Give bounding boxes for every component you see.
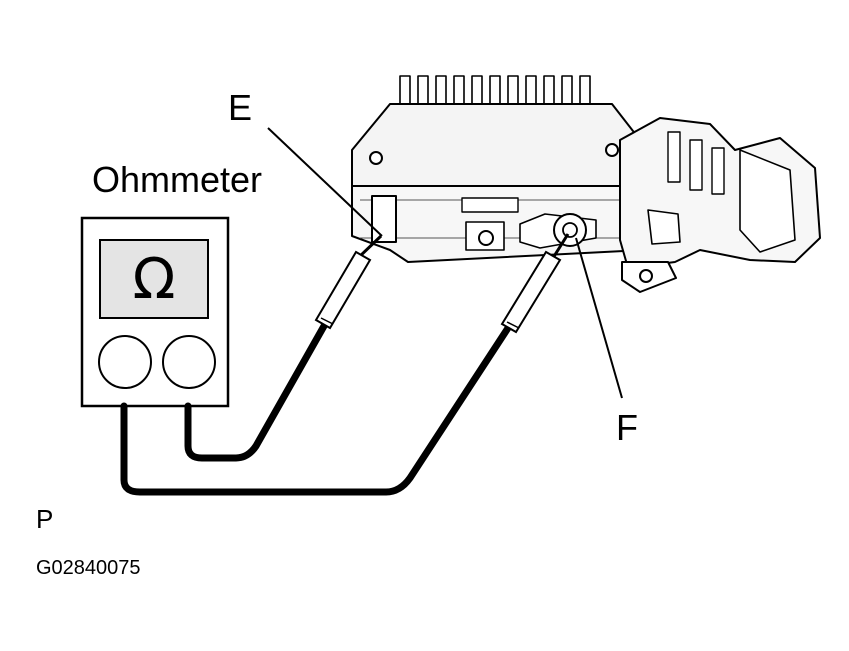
- ohm-symbol: Ω: [132, 246, 176, 312]
- lead-to-e: [184, 322, 328, 462]
- ohmmeter-jack-right: [162, 335, 216, 389]
- figure-code: G02840075: [36, 557, 141, 579]
- ohmmeter-jack-left: [98, 335, 152, 389]
- leader-e: [267, 127, 383, 237]
- terminal-f-label: F: [616, 407, 638, 448]
- ohmmeter-label: Ohmmeter: [92, 159, 263, 200]
- lead-to-f: [120, 324, 512, 496]
- probe-f: [500, 233, 570, 334]
- regulator-upper-body: [351, 103, 641, 191]
- ohmmeter: [80, 216, 230, 408]
- test-leads: [120, 322, 512, 496]
- voltage-regulator: [351, 75, 821, 293]
- corner-mark: P: [36, 504, 54, 534]
- leader-f: [575, 237, 623, 399]
- leader-lines: [267, 127, 623, 399]
- terminal-e-block: [371, 195, 397, 243]
- ohmmeter-display: [99, 239, 209, 319]
- terminal-f-stud: [553, 213, 587, 247]
- probe-e: [314, 234, 383, 330]
- terminal-e-label: E: [228, 87, 253, 128]
